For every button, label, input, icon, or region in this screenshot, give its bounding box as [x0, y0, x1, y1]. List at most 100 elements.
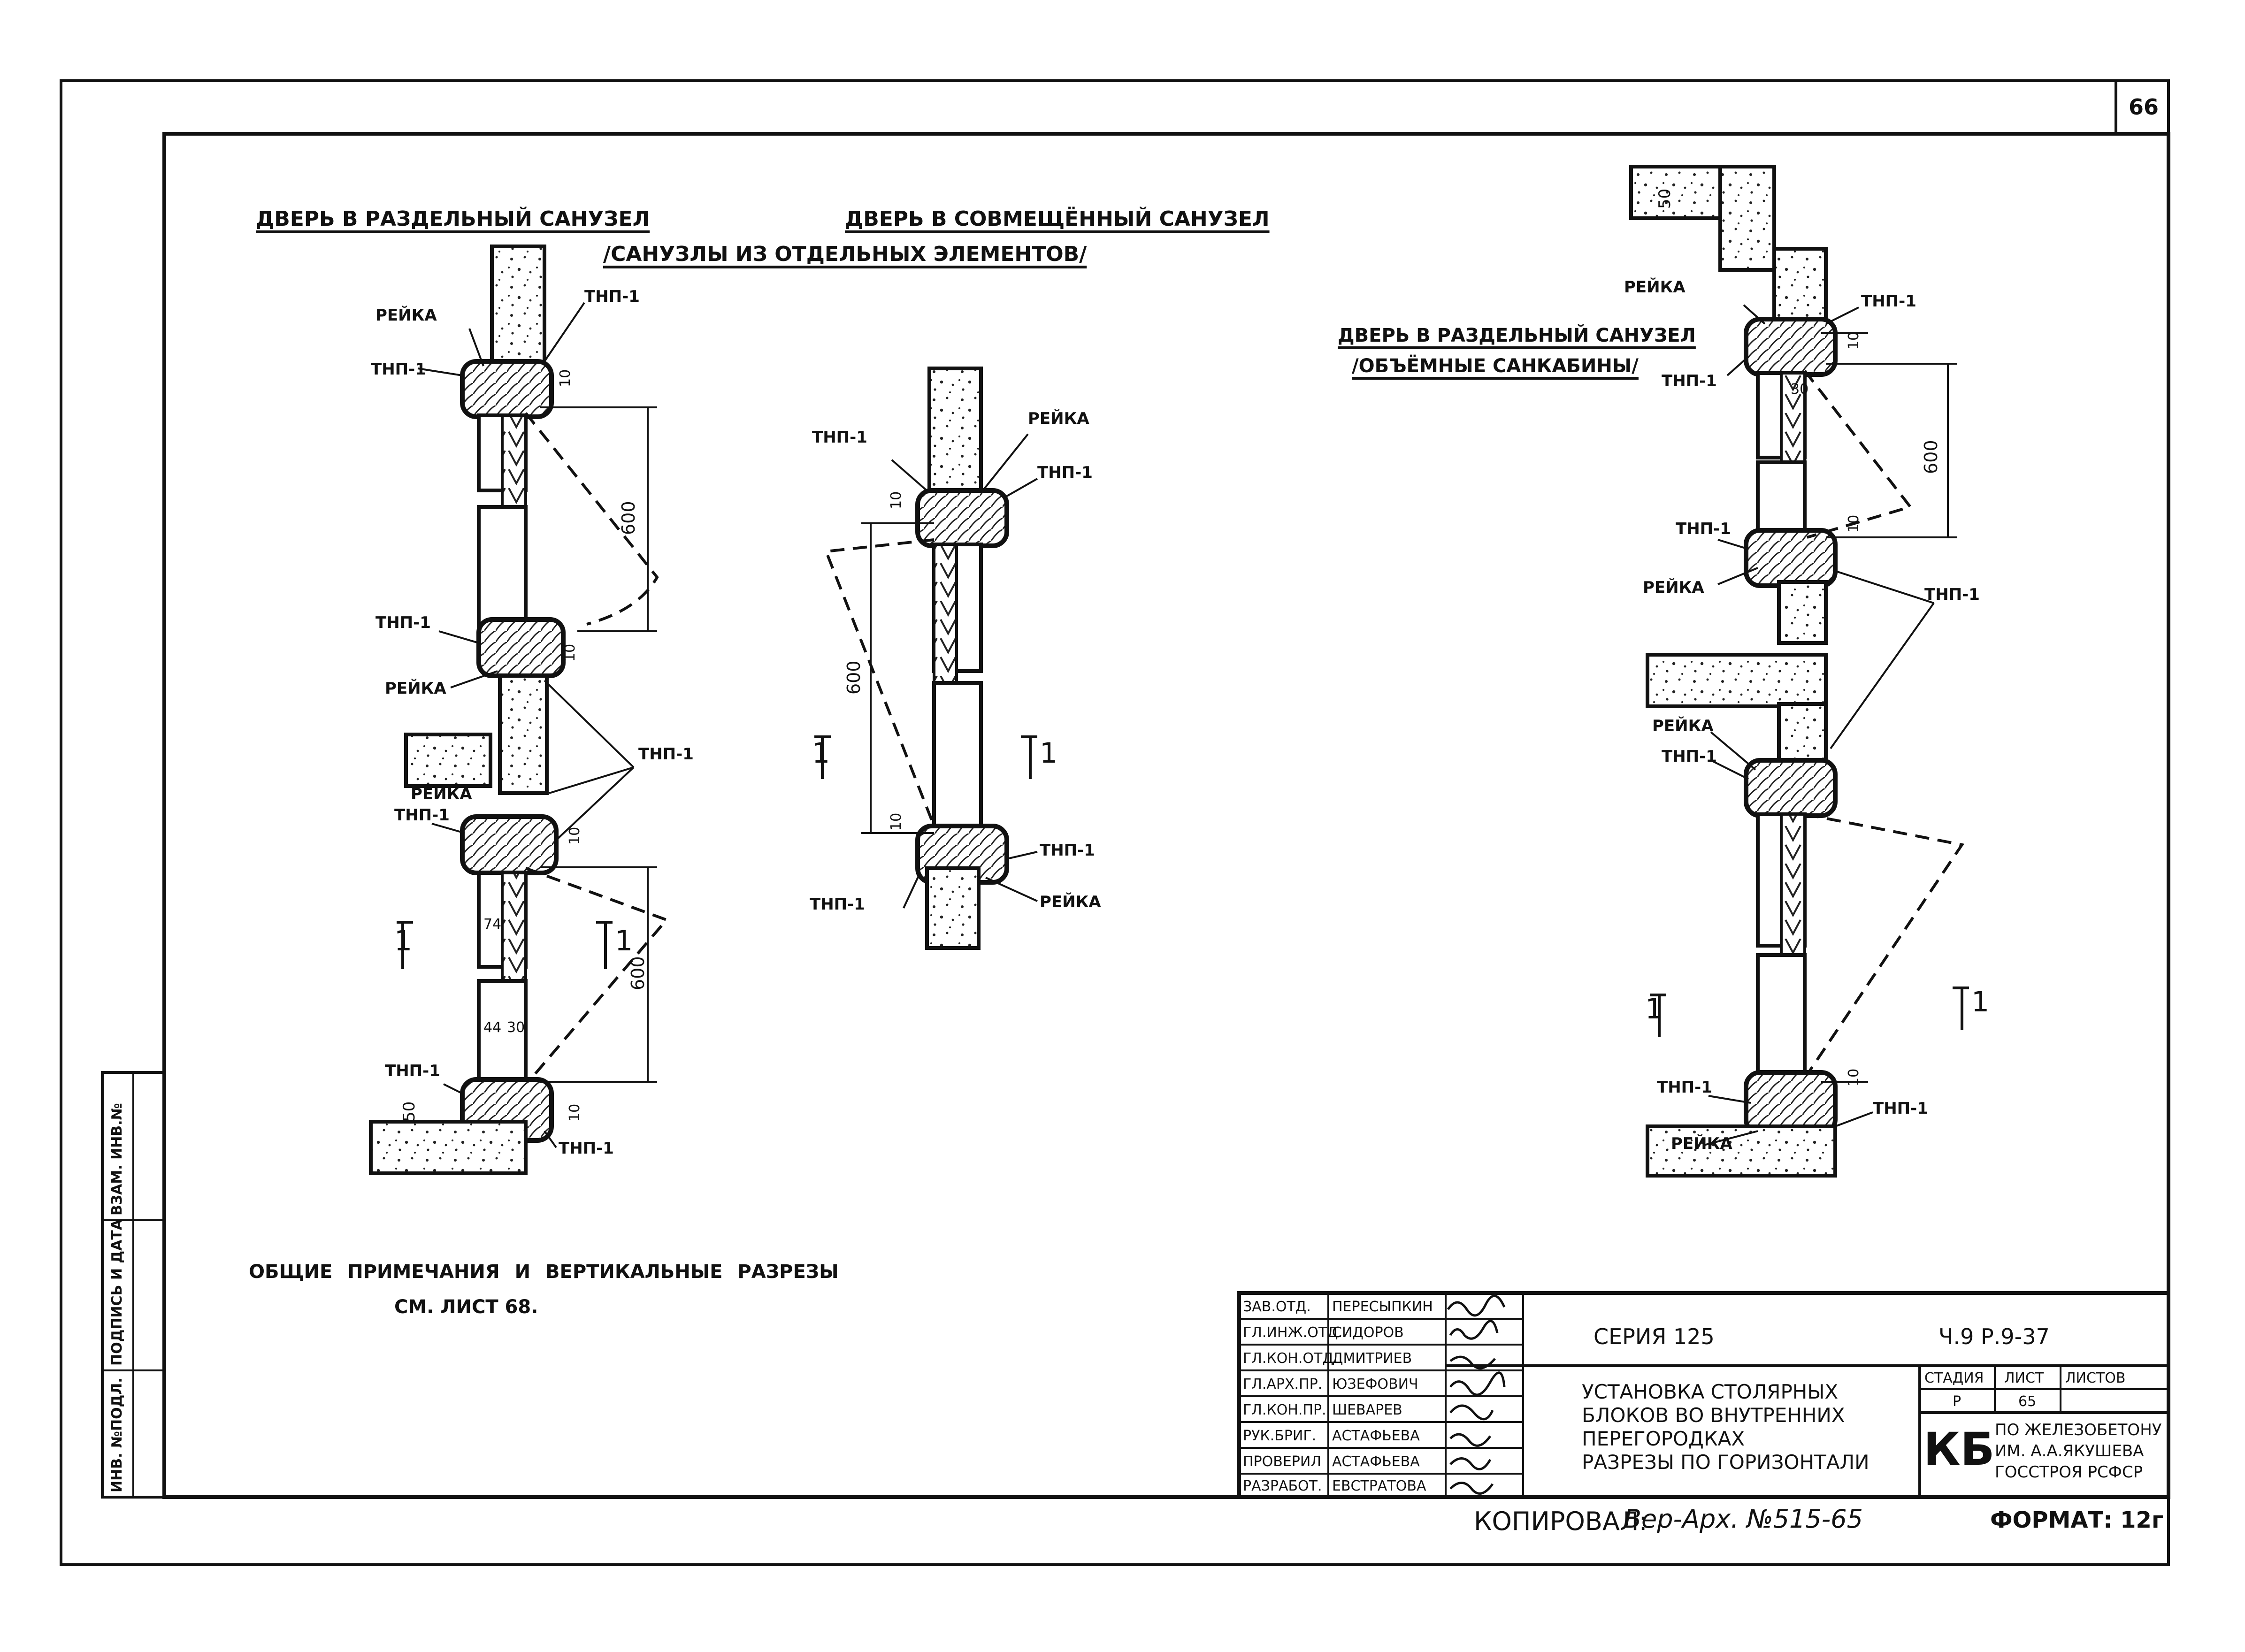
- label-tnp: ТНП-1: [1037, 463, 1093, 482]
- tb-role: РАЗРАБОТ.: [1243, 1478, 1322, 1494]
- dim-10: 10: [562, 643, 578, 662]
- dim-10: 10: [567, 826, 583, 845]
- sheet-number: 66: [2129, 94, 2159, 120]
- tb-org-mark: КБ: [1923, 1423, 1995, 1476]
- dim-600: 600: [843, 660, 864, 695]
- label-tnp: ТНП-1: [1662, 747, 1717, 766]
- label-tnp: ТНП-1: [394, 806, 450, 825]
- label-tnp: ТНП-1: [584, 287, 640, 306]
- label-tnp: ТНП-1: [1662, 372, 1717, 390]
- label-tnp: ТНП-1: [371, 360, 426, 379]
- label-tnp: ТНП-1: [1676, 520, 1731, 538]
- notes-line-1: ОБЩИЕ ПРИМЕЧАНИЯ И ВЕРТИКАЛЬНЫЕ РАЗРЕЗЫ: [249, 1261, 839, 1283]
- notes-line-2: СМ. ЛИСТ 68.: [394, 1296, 538, 1318]
- tb-org-line: ПО ЖЕЛЕЗОБЕТОНУ: [1995, 1421, 2162, 1439]
- label-tnp: ТНП-1: [638, 745, 694, 764]
- dim-600: 600: [628, 956, 648, 990]
- label-tnp: ТНП-1: [810, 895, 865, 914]
- tb-org-line: ГОССТРОЯ РСФСР: [1995, 1463, 2143, 1482]
- section-mark-right: 1: [615, 925, 633, 957]
- tb-stage-label: СТАДИЯ: [1924, 1370, 1984, 1386]
- label-reika: РЕЙКА: [1040, 893, 1101, 911]
- tb-role: ГЛ.КОН.ПР.: [1243, 1402, 1326, 1418]
- dim-10: 10: [567, 1103, 583, 1122]
- label-reika: РЕЙКА: [411, 785, 472, 803]
- label-reika: РЕЙКА: [385, 679, 446, 698]
- tb-series: СЕРИЯ 125: [1594, 1324, 1715, 1349]
- label-reika: РЕЙКА: [1624, 278, 1686, 297]
- side-vzam: ВЗАМ. ИНВ.№: [109, 1103, 125, 1216]
- tb-role: ЗАВ.ОТД.: [1243, 1299, 1311, 1315]
- tb-role: ГЛ.ИНЖ.ОТД.: [1243, 1324, 1343, 1341]
- dim-50: 50: [1655, 188, 1674, 209]
- heading-right-2: /ОБЪЁМНЫЕ САНКАБИНЫ/: [1352, 355, 1639, 377]
- dim-10: 10: [1846, 514, 1862, 533]
- footer-copy-sig: Вер-Арх. №515-65: [1624, 1504, 1863, 1534]
- heading-right-1: ДВЕРЬ В РАЗДЕЛЬНЫЙ САНУЗЕЛ: [1338, 325, 1696, 346]
- tb-name: АСТАФЬЕВА: [1332, 1453, 1420, 1470]
- tb-name: СИДОРОВ: [1332, 1324, 1404, 1341]
- tb-name: АСТАФЬЕВА: [1332, 1428, 1420, 1444]
- left-door-section: [369, 245, 669, 1175]
- inner-frame: [162, 132, 2170, 1499]
- tb-org-line: ИМ. А.А.ЯКУШЕВА: [1995, 1442, 2144, 1461]
- label-tnp: ТНП-1: [375, 613, 431, 632]
- dim-10: 10: [1846, 1068, 1862, 1086]
- side-podpis: ПОДПИСЬ И ДАТА: [109, 1219, 125, 1366]
- tb-name: ЮЗЕФОВИЧ: [1332, 1376, 1418, 1392]
- label-reika: РЕЙКА: [1652, 717, 1714, 735]
- tb-sheet-label: ЛИСТ: [2004, 1370, 2044, 1386]
- tb-name: ШЕВАРЕВ: [1332, 1402, 1402, 1418]
- side-inv-podl: ИНВ. №ПОДЛ.: [109, 1377, 125, 1492]
- label-reika: РЕЙКА: [375, 306, 437, 325]
- sheet-number-box: [2115, 79, 2170, 135]
- label-tnp: ТНП-1: [1657, 1078, 1712, 1097]
- tb-sheet: 65: [2018, 1393, 2037, 1410]
- footer-format: ФОРМАТ: 12г: [1990, 1507, 2164, 1533]
- tb-code: Ч.9 Р.9-37: [1939, 1324, 2050, 1349]
- tb-title-line: УСТАНОВКА СТОЛЯРНЫХ: [1582, 1380, 1839, 1403]
- tb-sheets-label: ЛИСТОВ: [2065, 1370, 2126, 1386]
- label-tnp: ТНП-1: [812, 428, 867, 447]
- tb-title-line: РАЗРЕЗЫ ПО ГОРИЗОНТАЛИ: [1582, 1451, 1870, 1474]
- tb-role: РУК.БРИГ.: [1243, 1428, 1317, 1444]
- tb-role: ГЛ.КОН.ОТД.: [1243, 1350, 1338, 1367]
- label-tnp: ТНП-1: [385, 1062, 440, 1080]
- section-mark-right: 1: [1971, 986, 1990, 1018]
- dim-600: 600: [1921, 440, 1941, 474]
- tb-title-line: БЛОКОВ ВО ВНУТРЕННИХ: [1582, 1404, 1845, 1427]
- dim-600: 600: [618, 501, 639, 535]
- dim-30: 30: [1791, 381, 1809, 398]
- label-tnp: ТНП-1: [1861, 292, 1916, 311]
- section-mark-left: 1: [812, 737, 830, 770]
- section-mark-left: 1: [1645, 993, 1663, 1025]
- label-tnp: ТНП-1: [1040, 841, 1095, 860]
- tb-name: ЕВСТРАТОВА: [1332, 1478, 1426, 1494]
- dim-10: 10: [1846, 331, 1862, 350]
- dim-10: 10: [888, 491, 904, 509]
- middle-door-section: [814, 367, 1038, 950]
- footer-copied: КОПИРОВАЛ:: [1474, 1507, 1647, 1536]
- label-tnp: ТНП-1: [1924, 585, 1980, 604]
- tb-name: ПЕРЕСЫПКИН: [1332, 1299, 1433, 1315]
- tb-name: ДМИТРИЕВ: [1332, 1350, 1412, 1367]
- heading-left-2: /САНУЗЛЫ ИЗ ОТДЕЛЬНЫХ ЭЛЕМЕНТОВ/: [603, 242, 1087, 266]
- label-reika: РЕЙКА: [1028, 409, 1089, 428]
- tb-title-line: ПЕРЕГОРОДКАХ: [1582, 1427, 1745, 1450]
- tb-stage: Р: [1953, 1393, 1962, 1410]
- label-tnp: ТНП-1: [559, 1139, 614, 1158]
- title-block-grid: [1237, 1291, 2170, 1499]
- tb-role: ГЛ.АРХ.ПР.: [1243, 1376, 1323, 1392]
- right-door-section: [1629, 165, 1969, 1178]
- heading-left-1: ДВЕРЬ В РАЗДЕЛЬНЫЙ САНУЗЕЛ: [256, 207, 650, 231]
- section-mark-left: 1: [394, 925, 413, 957]
- dim-30: 30: [507, 1019, 525, 1036]
- heading-middle: ДВЕРЬ В СОВМЕЩЁННЫЙ САНУЗЕЛ: [845, 207, 1270, 231]
- label-reika: РЕЙКА: [1643, 578, 1704, 597]
- section-mark-right: 1: [1040, 737, 1058, 770]
- dim-74: 74: [483, 916, 502, 933]
- label-reika: РЕЙКА: [1671, 1134, 1732, 1153]
- dim-50: 50: [400, 1101, 419, 1122]
- signatures: [1447, 1294, 1506, 1495]
